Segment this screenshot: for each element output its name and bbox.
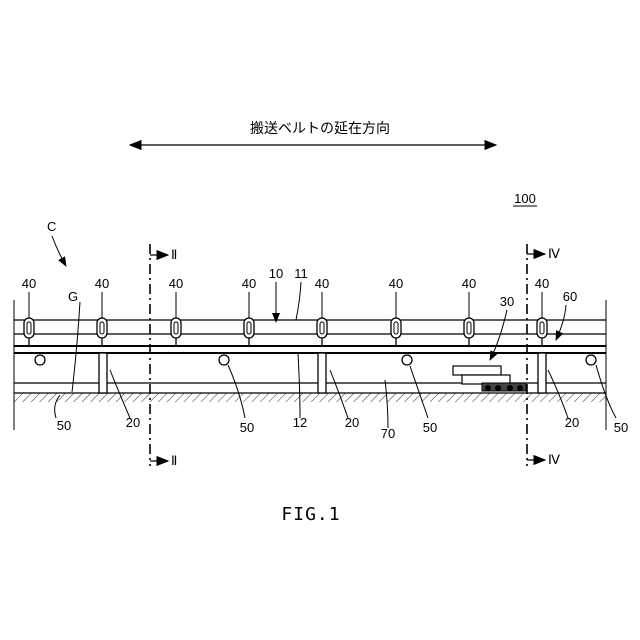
hook <box>97 292 107 346</box>
ref-70: 70 <box>381 426 395 441</box>
support-post <box>99 353 107 393</box>
ground-hatch <box>14 393 606 402</box>
ref-50: 50 <box>614 420 628 435</box>
roller <box>35 355 45 365</box>
ref-20: 20 <box>565 415 579 430</box>
ref-50: 50 <box>423 420 437 435</box>
roller <box>219 355 229 365</box>
ref-11: 11 <box>294 266 308 281</box>
system-ref: 100 <box>514 191 536 206</box>
support-post <box>318 353 326 393</box>
hook <box>24 292 34 346</box>
figure-caption: FIG.1 <box>281 504 340 525</box>
hook <box>171 292 181 346</box>
ref-40: 40 <box>315 276 329 291</box>
region-ref: C <box>47 219 56 234</box>
leader-lines <box>55 282 616 428</box>
section-label-iv-bottom: Ⅳ <box>548 452 560 467</box>
hook-group <box>24 292 547 346</box>
ref-40: 40 <box>95 276 109 291</box>
ref-50: 50 <box>240 420 254 435</box>
region-leader <box>52 236 66 266</box>
ref-40: 40 <box>22 276 36 291</box>
ref-40: 40 <box>462 276 476 291</box>
ref-40: 40 <box>389 276 403 291</box>
ref-30: 30 <box>500 294 514 309</box>
hook <box>391 292 401 346</box>
ref-10: 10 <box>269 266 283 281</box>
section-label-ii-bottom: Ⅱ <box>171 453 177 468</box>
hook <box>317 292 327 346</box>
ref-40: 40 <box>535 276 549 291</box>
ref-50: 50 <box>57 418 71 433</box>
hook <box>537 292 547 346</box>
ref-60: 60 <box>563 289 577 304</box>
rollers <box>35 355 596 365</box>
ref-40: 40 <box>242 276 256 291</box>
support-post <box>538 353 546 393</box>
ref-12: 12 <box>293 415 307 430</box>
ref-40: 40 <box>169 276 183 291</box>
hook <box>244 292 254 346</box>
detection-device <box>453 366 526 391</box>
section-label-iv-top: Ⅳ <box>548 246 560 261</box>
section-label-ii-top: Ⅱ <box>171 247 177 262</box>
roller <box>586 355 596 365</box>
ref-20: 20 <box>345 415 359 430</box>
ref-20: 20 <box>126 415 140 430</box>
direction-label: 搬送ベルトの延在方向 <box>250 121 390 137</box>
ref-ground: G <box>68 289 78 304</box>
hook <box>464 292 474 346</box>
roller <box>402 355 412 365</box>
